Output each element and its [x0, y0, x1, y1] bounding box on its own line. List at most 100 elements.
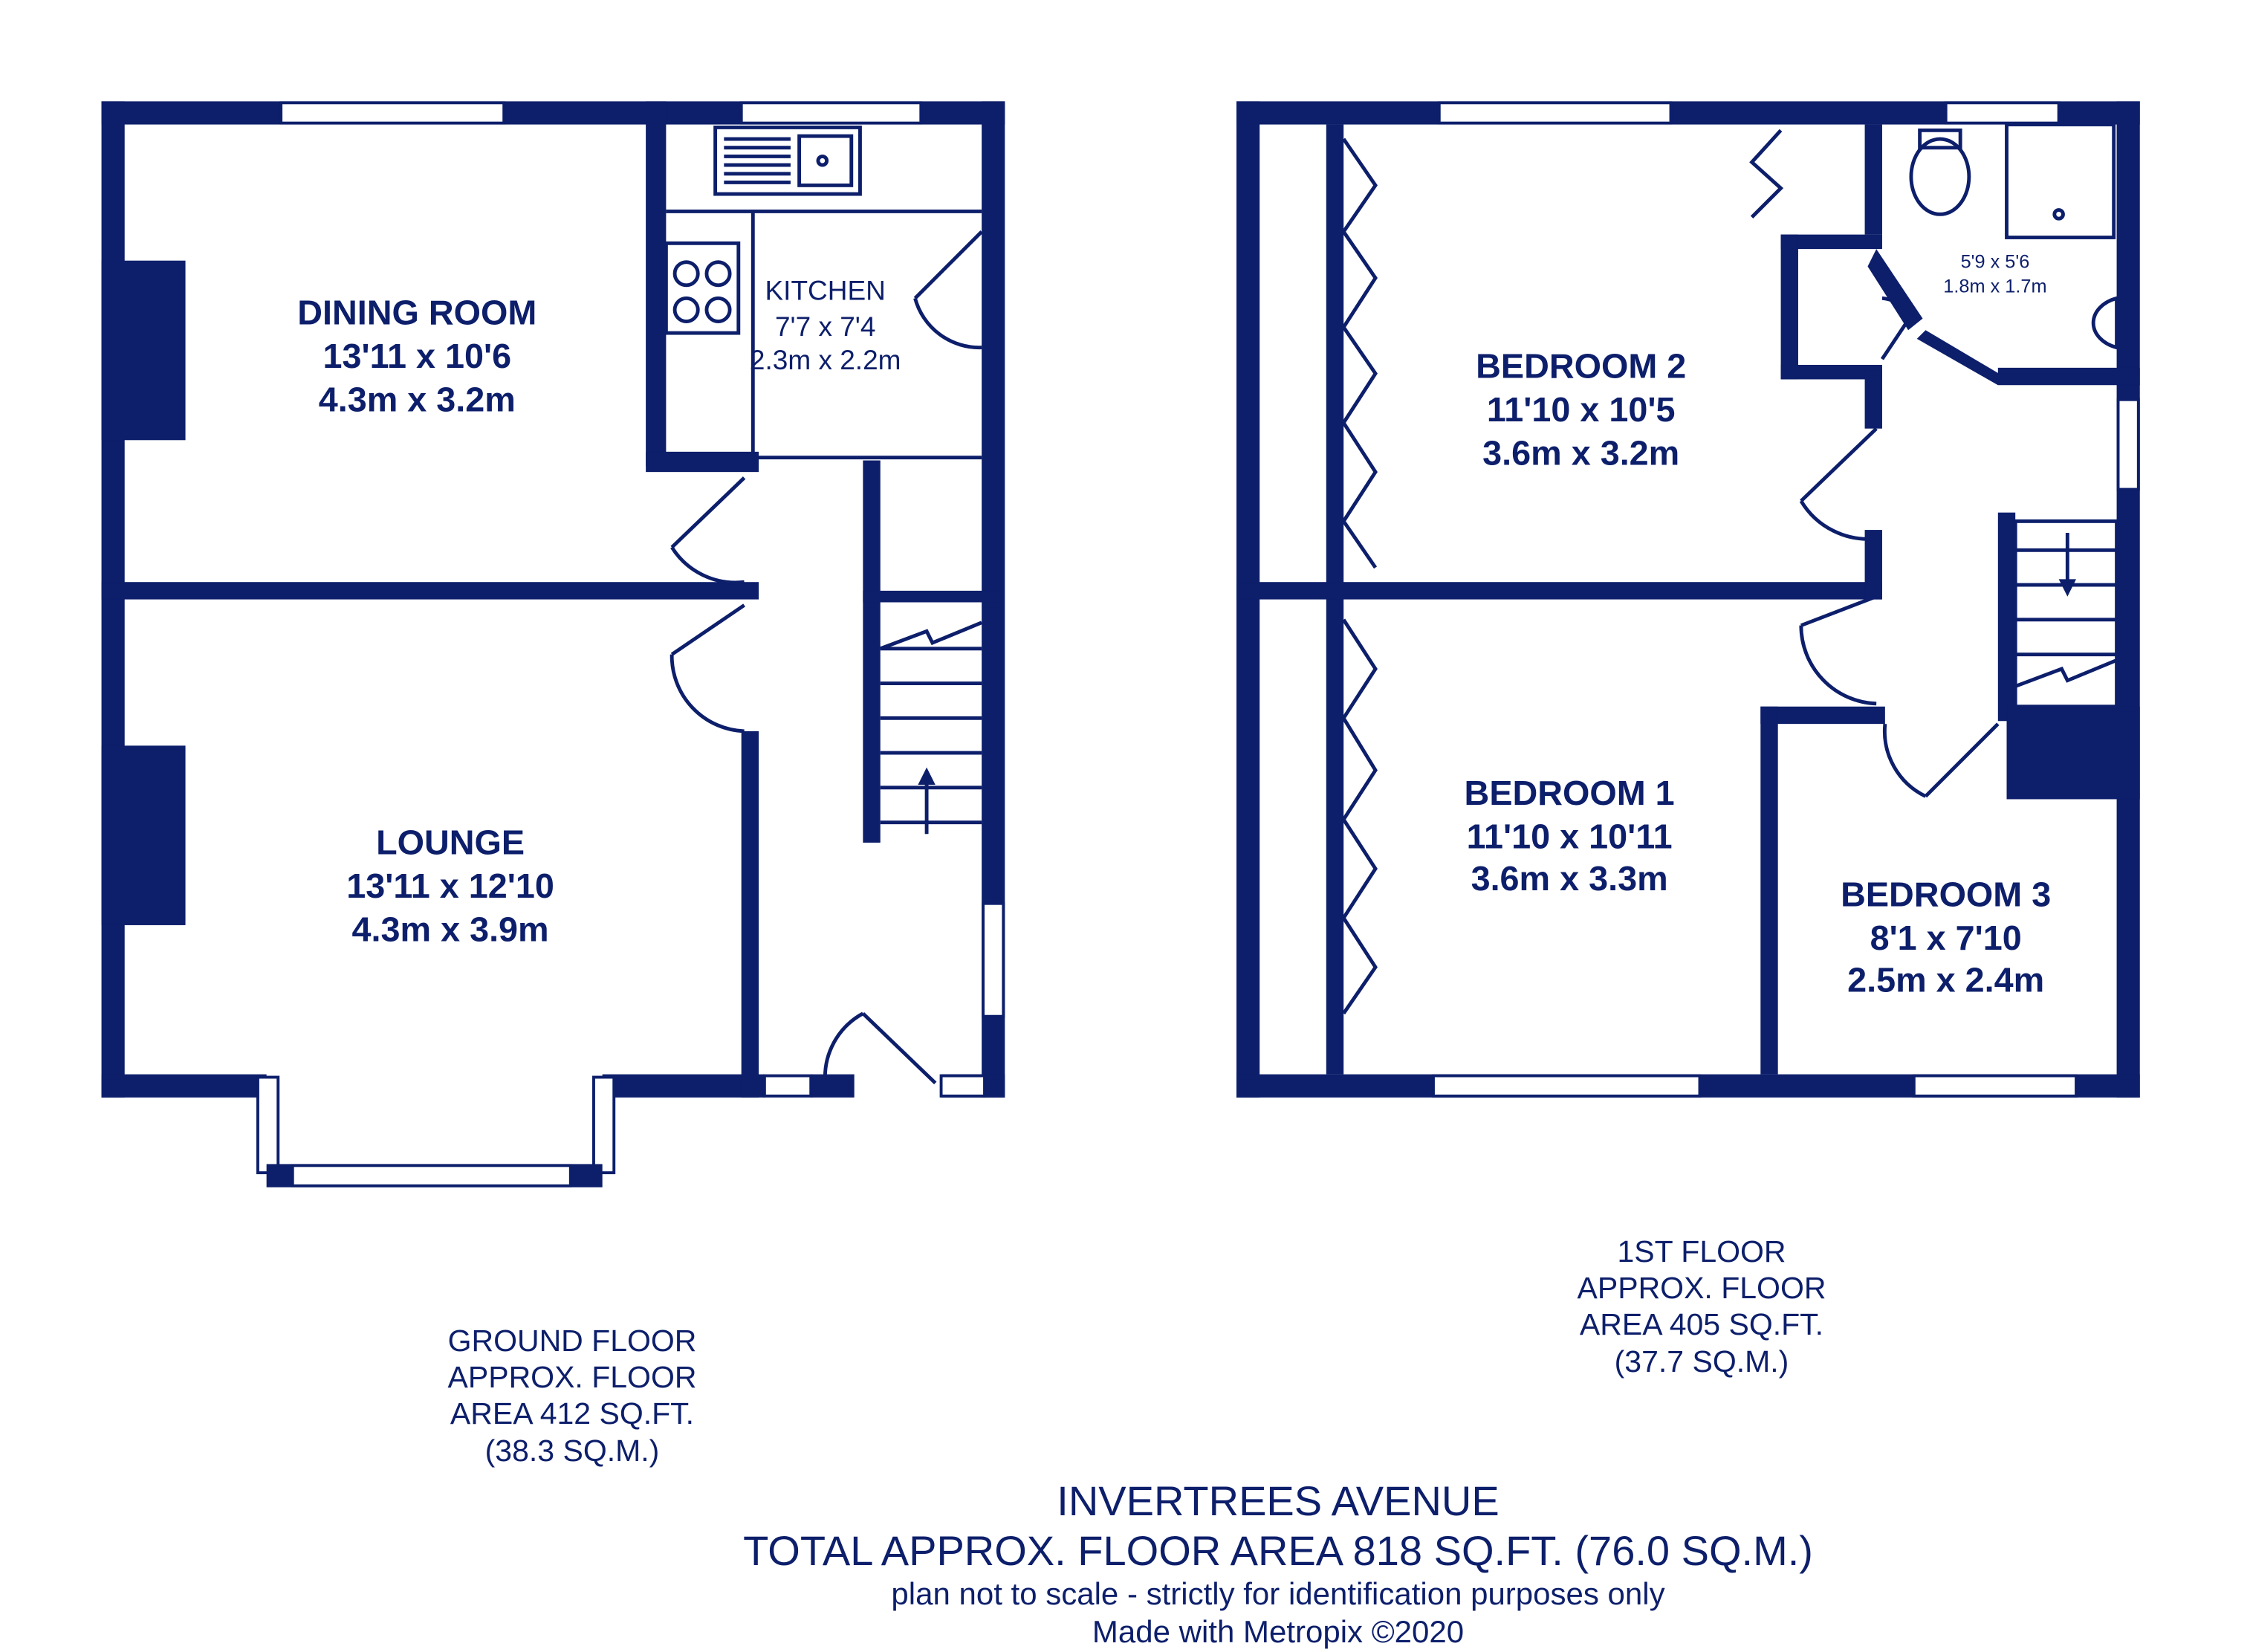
- sink-drainer-icon: [724, 134, 854, 187]
- bathroom-imperial: 5'9 x 5'6: [1961, 251, 2030, 272]
- bedroom2-right-wall: [1864, 370, 1882, 429]
- room-labels: DINING ROOM 13'11 x 10'6 4.3m x 3.2m LOU…: [297, 251, 2051, 999]
- lounge-name: LOUNGE: [376, 823, 525, 861]
- dining-chimney-breast: [101, 260, 186, 441]
- shower-tray-icon: [2005, 123, 2116, 239]
- bedroom2-wardrobe-wall: [1326, 124, 1344, 589]
- dining-hall-wall: [646, 451, 759, 473]
- bathroom-angled-wall-2: [1916, 330, 2004, 386]
- bedroom3-name: BEDROOM 3: [1841, 875, 2051, 914]
- bedroom2-door: [1799, 427, 1878, 541]
- footer-title: INVERTREES AVENUE: [1057, 1477, 1500, 1524]
- dining-window: [279, 101, 506, 125]
- bedroom2-name: BEDROOM 2: [1476, 347, 1686, 386]
- cupboard-bottom-wall: [1780, 364, 1882, 380]
- bedroom1-name: BEDROOM 1: [1465, 774, 1675, 812]
- bedroom1-metric: 3.6m x 3.3m: [1471, 859, 1668, 898]
- cupboard-left-wall: [1780, 234, 1798, 380]
- bathroom-wall-upper: [1864, 124, 1882, 235]
- bay-window-front: [291, 1164, 572, 1188]
- ground-floor-caption: GROUND FLOOR APPROX. FLOOR AREA 412 SQ.F…: [401, 1323, 743, 1469]
- kitchen-sink-icon: [713, 126, 862, 196]
- footer: INVERTREES AVENUE TOTAL APPROX. FLOOR AR…: [520, 1476, 2036, 1651]
- bay-window-left: [256, 1075, 280, 1175]
- bedroom2-cupboard-doors: [1749, 129, 1784, 218]
- ground-bottom-wall-left: [101, 1074, 267, 1098]
- footer-disclaimer: plan not to scale - strictly for identif…: [891, 1576, 1665, 1612]
- ground-floor-caption-line: AREA 412 SQ.FT.: [450, 1396, 695, 1431]
- stair-left-wall: [1997, 512, 2016, 722]
- bedroom1-door: [1799, 595, 1878, 706]
- bedroom2-imperial: 11'10 x 10'5: [1487, 390, 1676, 429]
- bedroom1-bedroom2-wall: [1236, 582, 1882, 600]
- first-floor-caption: 1ST FLOOR APPROX. FLOOR AREA 405 SQ.FT. …: [1531, 1234, 1873, 1380]
- ground-floor-plan: [101, 101, 1005, 1188]
- porch-window-right: [939, 1074, 986, 1098]
- first-floor-caption-line: APPROX. FLOOR: [1577, 1271, 1826, 1306]
- front-door: [823, 1011, 937, 1085]
- dining-lounge-wall: [101, 582, 759, 600]
- ground-floor-caption-line: APPROX. FLOOR: [447, 1360, 697, 1395]
- first-chimney: [2006, 706, 2140, 800]
- lounge-metric: 4.3m x 3.9m: [352, 910, 549, 948]
- dining-door: [670, 476, 746, 585]
- cupboard-door: [1880, 296, 1913, 360]
- kitchen-counter: [666, 210, 982, 460]
- cupboard-top-wall: [1780, 234, 1882, 250]
- bedroom3-top-wall: [1760, 706, 1885, 725]
- ground-floor-caption-line: GROUND FLOOR: [447, 1324, 697, 1358]
- stair-wall: [863, 460, 881, 843]
- bathroom-window: [1944, 101, 2061, 125]
- bathroom-angled-wall: [1867, 249, 1923, 331]
- ground-floor-caption-line: (38.3 SQ.M.): [484, 1433, 660, 1468]
- bedroom1-imperial: 11'10 x 10'11: [1467, 817, 1673, 856]
- bedroom2-window: [1437, 101, 1673, 125]
- bedroom3-door: [1882, 722, 2000, 798]
- bay-window-right: [592, 1075, 616, 1175]
- landing-window: [2116, 398, 2140, 491]
- dining-room-name: DINING ROOM: [297, 293, 536, 331]
- bedroom1-bedroom3-wall: [1760, 706, 1778, 1075]
- lounge-chimney-breast: [101, 745, 186, 925]
- bedroom3-metric: 2.5m x 2.4m: [1847, 961, 2044, 1000]
- landing-wall: [1864, 530, 1882, 600]
- bedroom1-window: [1432, 1074, 1702, 1098]
- first-right-wall: [2116, 101, 2140, 1098]
- footer-total-area: TOTAL APPROX. FLOOR AREA 818 SQ.FT. (76.…: [743, 1527, 1813, 1575]
- dining-kitchen-wall: [646, 101, 667, 467]
- first-floor-caption-line: 1ST FLOOR: [1617, 1234, 1786, 1269]
- bedroom3-imperial: 8'1 x 7'10: [1870, 919, 2022, 957]
- lounge-door: [670, 603, 745, 733]
- hall-window: [982, 901, 1005, 1018]
- kitchen-window: [739, 101, 923, 125]
- dining-room-imperial: 13'11 x 10'6: [322, 337, 511, 375]
- bedroom1-wardrobe-wall: [1326, 596, 1344, 1075]
- footer-credit: Made with Metropix ©2020: [1092, 1613, 1465, 1649]
- kitchen-metric: 2.3m x 2.2m: [750, 344, 901, 375]
- basin-icon: [2091, 296, 2119, 350]
- bedroom3-window: [1912, 1074, 2078, 1098]
- kitchen-imperial: 7'7 x 7'4: [775, 311, 876, 342]
- first-floor-caption-line: AREA 405 SQ.FT.: [1579, 1307, 1824, 1342]
- bedroom2-metric: 3.6m x 3.2m: [1482, 433, 1679, 472]
- lounge-imperial: 13'11 x 12'10: [346, 867, 554, 905]
- dining-room-metric: 4.3m x 3.2m: [319, 380, 516, 418]
- toilet-icon: [1909, 137, 1971, 216]
- first-stairs: [2013, 519, 2119, 709]
- bathroom-metric: 1.8m x 1.7m: [1943, 276, 2046, 297]
- kitchen-name: KITCHEN: [765, 274, 886, 305]
- ground-stairs: [863, 590, 1002, 835]
- ground-bottom-wall-mid: [602, 1074, 765, 1098]
- bathroom-bottom-wall: [1997, 367, 2140, 386]
- first-floor-plan: [1236, 101, 2140, 1098]
- first-floor-caption-line: (37.7 SQ.M.): [1614, 1344, 1789, 1379]
- bedroom2-wardrobe-doors: [1341, 137, 1378, 569]
- lounge-hall-wall: [741, 731, 759, 1098]
- hob-rings-icon: [672, 260, 732, 323]
- hob-icon: [664, 241, 741, 335]
- kitchen-back-door: [913, 230, 983, 350]
- ground-bottom-wall-porch: [811, 1074, 855, 1098]
- porch-window-left: [762, 1074, 813, 1098]
- bedroom1-wardrobe-doors: [1341, 618, 1378, 1015]
